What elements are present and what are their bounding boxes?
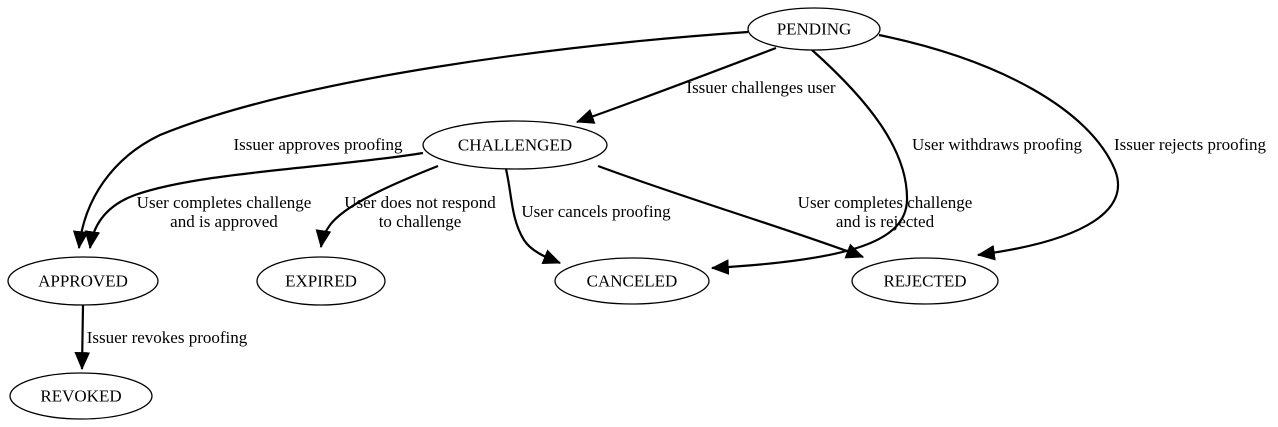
node-ellipse-revoked [9,372,153,420]
edge-label: Issuer rejects proofing [1114,135,1267,154]
edge-pending-canceled: User withdraws proofing [710,49,1082,275]
node-label-challenged: CHALLENGED [458,136,572,155]
edge-challenged-canceled: User cancels proofing [504,168,671,265]
node-approved: APPROVED [7,256,159,306]
edge-line [72,30,749,250]
node-label-pending: PENDING [777,20,852,39]
nodes-layer: PENDING CHALLENGED APPROVED EXPIRED CANCELED… [7,7,999,420]
edge-label: Issuer challenges user [686,78,836,97]
node-label-canceled: CANCELED [587,272,678,291]
node-ellipse-challenged [422,120,608,170]
edge-line [575,46,777,124]
edge-line [504,168,562,265]
edge-line [597,164,865,259]
edge-label: User cancels proofing [521,202,671,221]
node-ellipse-rejected [851,257,999,305]
node-expired: EXPIRED [256,256,386,306]
edge-line [84,151,424,250]
node-challenged: CHALLENGED [422,120,608,170]
node-ellipse-approved [7,256,159,306]
edge-line [710,49,909,275]
edge-approved-revoked: Issuer revokes proofing [74,304,248,371]
edge-line [315,164,439,249]
edge-line [74,304,91,371]
node-pending: PENDING [747,7,881,51]
edge-pending-approved: Issuer approves proofing [72,30,749,250]
edge-line [878,33,1120,261]
edge-label: User withdraws proofing [912,135,1082,154]
node-label-approved: APPROVED [38,272,128,291]
node-ellipse-pending [747,7,881,51]
edge-label: Issuer revokes proofing [87,328,248,347]
node-ellipse-canceled [554,257,710,305]
node-ellipse-expired [256,256,386,306]
node-rejected: REJECTED [851,257,999,305]
edge-label: Issuer approves proofing [233,135,403,154]
node-label-expired: EXPIRED [285,272,357,291]
edge-pending-rejected: Issuer rejects proofing [878,33,1267,261]
node-label-revoked: REVOKED [40,387,121,406]
node-canceled: CANCELED [554,257,710,305]
edge-pending-challenged: Issuer challenges user [575,46,836,124]
node-label-rejected: REJECTED [883,272,966,291]
node-revoked: REVOKED [9,372,153,420]
